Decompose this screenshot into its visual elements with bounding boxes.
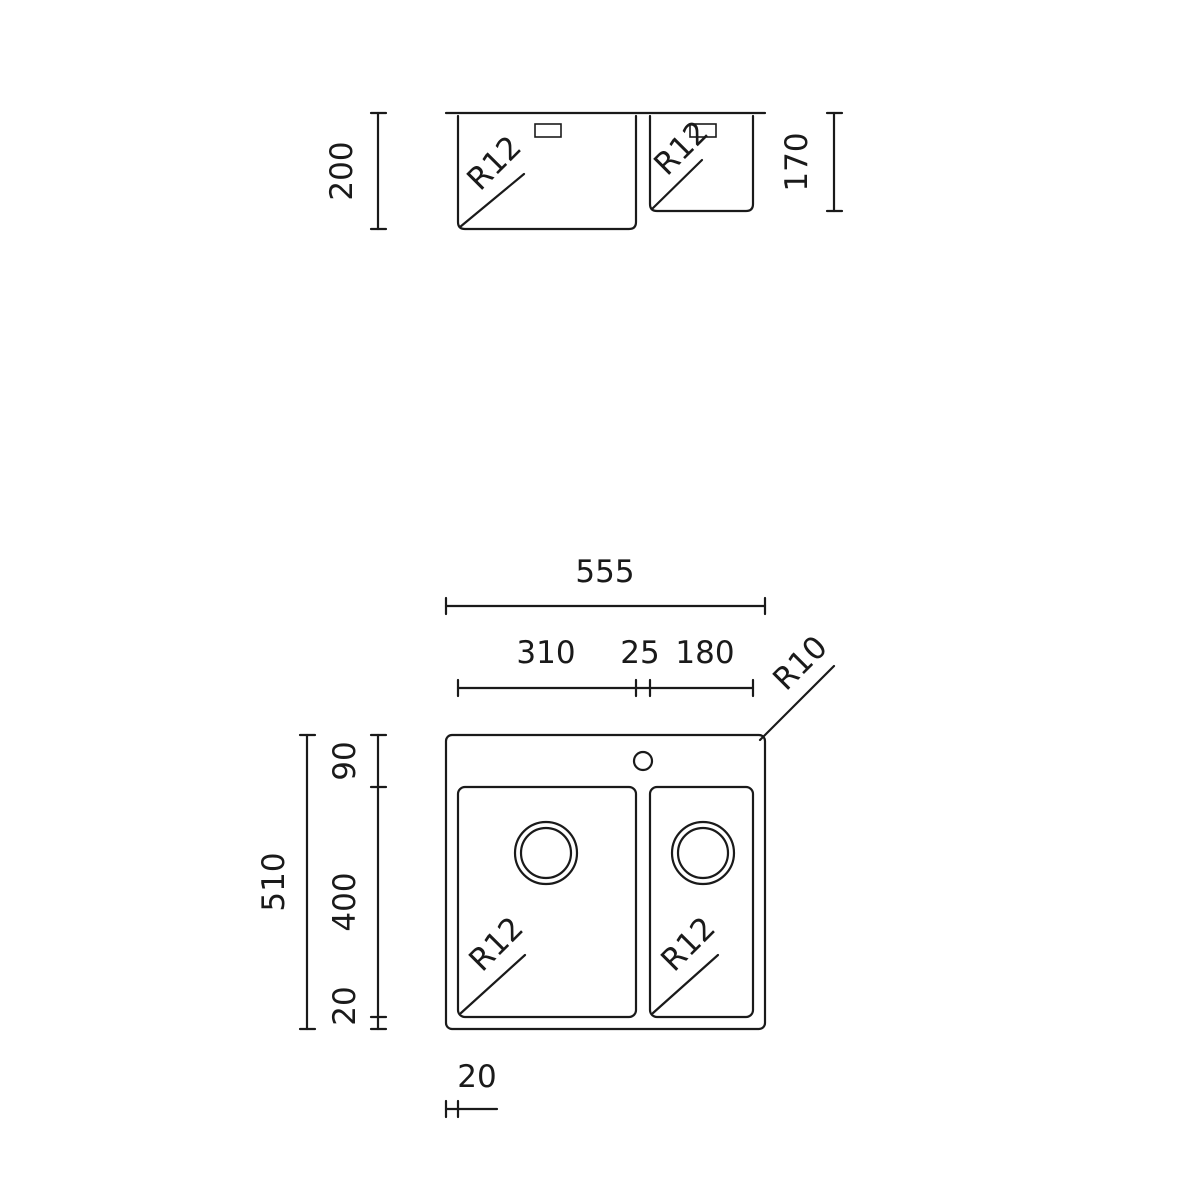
corner-radius-label: R10 — [766, 629, 835, 698]
dim-bowl-depth-label: 400 — [327, 872, 363, 931]
dim-height-right-label: 170 — [779, 132, 815, 191]
side-view-left-bowl — [456, 114, 638, 231]
dim-right-bowl-width-label: 180 — [675, 635, 734, 671]
left-drain-outer — [513, 820, 579, 886]
left-bowl-outline — [456, 785, 638, 1019]
corner-radius-leader — [758, 664, 836, 742]
sink-outer-outline — [444, 733, 767, 1031]
dim-overall-depth-label: 510 — [256, 852, 292, 911]
side-radius-right-leader — [650, 158, 704, 211]
side-view: R12 R12 200 170 — [324, 111, 844, 231]
left-overflow-slot — [534, 123, 562, 138]
right-drain-inner — [676, 826, 730, 880]
side-view-right-bowl — [648, 114, 755, 213]
left-bowl-radius-leader — [459, 953, 527, 1015]
dim-left-bowl-width-label: 310 — [516, 635, 575, 671]
right-drain-outer — [670, 820, 736, 886]
left-drain-inner — [519, 826, 573, 880]
dim-divider-width-label: 25 — [620, 635, 659, 671]
tap-hole — [632, 750, 654, 772]
side-radius-left-label: R12 — [460, 129, 529, 198]
side-radius-left-leader — [458, 172, 526, 229]
dim-height-left-label: 200 — [324, 141, 360, 200]
right-overflow-slot — [689, 123, 717, 138]
dim-overall-width-label: 555 — [575, 554, 634, 590]
dim-side-rim-label: 20 — [457, 1059, 496, 1095]
left-bowl-radius-label: R12 — [462, 910, 531, 979]
top-view: 555 310 25 180 R10 R12 R12 — [256, 554, 836, 1119]
dim-front-rim-label: 20 — [327, 986, 363, 1025]
dim-back-rim-label: 90 — [327, 741, 363, 780]
right-bowl-radius-label: R12 — [654, 910, 723, 979]
right-bowl-radius-leader — [651, 953, 720, 1015]
right-bowl-outline — [648, 785, 755, 1019]
